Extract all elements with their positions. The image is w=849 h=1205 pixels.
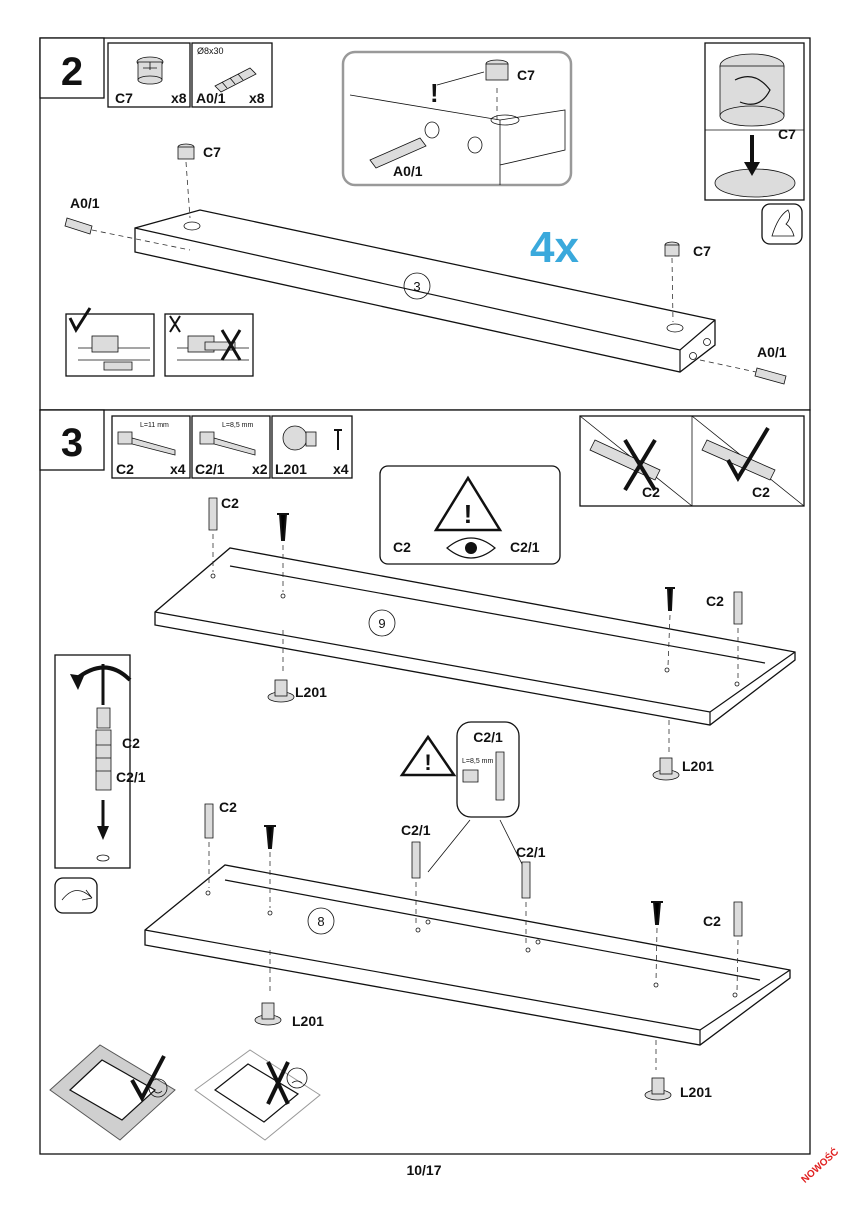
part-c21-qty: x2 (252, 461, 268, 477)
bolt-right-label: C2 (752, 484, 770, 500)
lower-bolt-right-label: C2 (703, 913, 721, 929)
part-c21-code: C2/1 (195, 461, 225, 477)
callout-dim: L=8,5 mm (462, 758, 493, 765)
multiplier-4x: 4x (530, 223, 579, 272)
step-3-section: 3 L=11 mm C2 x4 L=8,5 mm C2/1 x2 L201 x4… (39, 409, 811, 1155)
inset-warning-mark: ! (430, 78, 439, 108)
attention-right-label: C2/1 (510, 539, 540, 555)
wrong-cross-icon (220, 329, 242, 361)
upper-bolt-right-label: C2 (706, 593, 724, 609)
part-a0-size: Ø8x30 (197, 46, 224, 56)
step-2-number-box (39, 37, 105, 99)
board-8-drawing (144, 864, 791, 1046)
part-c7-qty: x8 (171, 90, 187, 106)
bolt-lower-right-icon (733, 901, 743, 937)
screw-upper-left-icon (277, 513, 289, 541)
side-sleeve-label: C2/1 (116, 769, 146, 785)
screw-upper-right-icon (665, 587, 675, 611)
side-bolt-label: C2 (122, 735, 140, 751)
right-orientation-check-icon (726, 426, 770, 482)
cam-left-icon (177, 143, 195, 160)
foot-upper-right-icon (652, 757, 680, 781)
do-not-assemble-on-tiles-icon (194, 1049, 321, 1141)
wrong-x-mark-icon (169, 315, 181, 333)
part-a0-qty: x8 (249, 90, 265, 106)
board-3-number: 3 (413, 279, 420, 294)
topright-cam-label: C7 (778, 126, 796, 142)
callout-title: C2/1 (473, 729, 503, 745)
bolt-wrong-label: C2 (642, 484, 660, 500)
foot-lower-left-icon (254, 1002, 282, 1026)
dowel-left-icon (64, 217, 93, 235)
dowel-right-icon (754, 367, 787, 385)
lower-bolt-left-label: C2 (219, 799, 237, 815)
inset-board-drawing (349, 59, 566, 185)
lower-foot-left-label: L201 (292, 1013, 324, 1029)
warning-triangle-icon (433, 475, 503, 532)
board-9-number: 9 (378, 616, 385, 631)
rotate-hint-box (54, 877, 98, 914)
inset-dowel-label: A0/1 (393, 163, 423, 179)
upper-bolt-left-label: C2 (221, 495, 239, 511)
part-l201-code: L201 (275, 461, 307, 477)
part-c21-dim: L=8,5 mm (222, 422, 253, 429)
cam-left-label: C7 (203, 144, 221, 160)
board-9-drawing (154, 547, 796, 726)
part-a0-code: A0/1 (196, 90, 226, 106)
dowel-icon (214, 67, 257, 93)
dowel-left-label: A0/1 (70, 195, 100, 211)
part-c2-qty: x4 (170, 461, 186, 477)
svg-text:!: ! (424, 750, 431, 775)
sleeve-lower-left-icon (411, 841, 421, 879)
part-c2-dim: L=11 mm (140, 422, 169, 429)
bolt-upper-right-icon (733, 591, 743, 625)
leveler-foot-icon (282, 425, 342, 451)
inset-cam-icon (485, 59, 509, 81)
wrong-orientation-cross-icon (623, 438, 657, 492)
bolt-assembly-detail (54, 654, 131, 869)
step-3-number: 3 (61, 421, 83, 465)
part-c2-code: C2 (116, 461, 134, 477)
bolt-lower-left-icon (204, 803, 214, 839)
lower-foot-right-label: L201 (680, 1084, 712, 1100)
page-number: 10/17 (406, 1162, 441, 1178)
sleeve-lower-right-icon (521, 861, 531, 899)
part-c7-code: C7 (115, 90, 133, 106)
part-a0-box (191, 42, 273, 108)
attention-left-label: C2 (393, 539, 411, 555)
part-l201-qty: x4 (333, 461, 349, 477)
bolt-upper-left-icon (208, 497, 218, 531)
inset-cam-label: C7 (517, 67, 535, 83)
cam-lock-icon (136, 56, 164, 85)
screw-lower-left-icon (264, 825, 276, 849)
step-2-number: 2 (61, 50, 83, 94)
board-8-number: 8 (317, 914, 324, 929)
step-3-number-box (39, 409, 105, 471)
correct-check-icon (68, 307, 92, 334)
rotate-hint-icon (61, 889, 93, 901)
lower-sleeve-right-label: C2/1 (516, 844, 546, 860)
step-2-section: 2 C7 x8 Ø8x30 A0/1 x8 (39, 37, 811, 411)
svg-text:!: ! (464, 499, 473, 529)
callout-warning-icon (399, 734, 457, 777)
hand-icon-box (761, 203, 803, 245)
cam-insert-drawing (714, 53, 796, 198)
foot-upper-left-icon (267, 679, 295, 703)
hand-icon (771, 209, 795, 237)
foot-lower-right-icon (644, 1077, 672, 1101)
screw-lower-right-icon (651, 901, 663, 925)
cam-right-icon (664, 241, 680, 257)
upper-foot-left-label: L201 (295, 684, 327, 700)
lower-sleeve-left-label: C2/1 (401, 822, 431, 838)
cam-right-label: C7 (693, 243, 711, 259)
board-3-drawing (134, 209, 716, 373)
eye-icon (446, 537, 496, 559)
dowel-right-label: A0/1 (757, 344, 787, 360)
upper-foot-right-label: L201 (682, 758, 714, 774)
assemble-on-rug-icon (49, 1044, 176, 1141)
